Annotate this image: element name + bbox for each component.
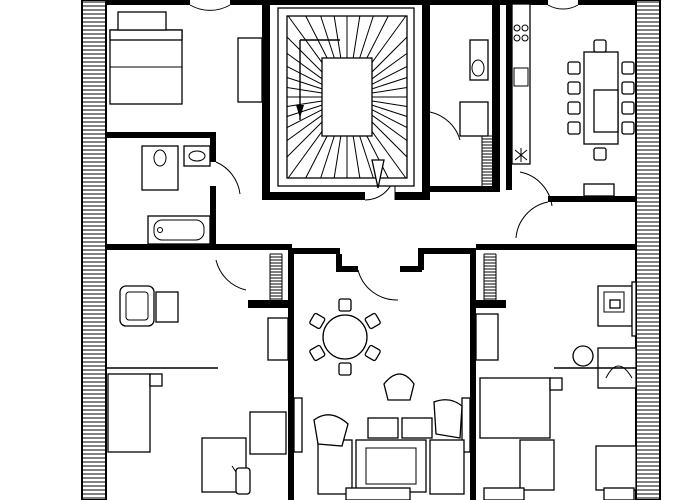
desk-icon	[479, 377, 563, 439]
armchair-icon	[383, 373, 415, 401]
lower-partitions	[248, 248, 506, 500]
bathroom	[106, 145, 241, 250]
office-left	[106, 285, 289, 495]
dining-table-icon	[567, 39, 635, 161]
corridor	[106, 171, 636, 301]
stove-icon	[513, 24, 529, 42]
top-wall	[106, 0, 636, 5]
round-table-icon	[309, 298, 381, 376]
meeting-room	[293, 298, 471, 500]
desk-icon	[107, 373, 163, 453]
left-hatched-wall	[81, 0, 107, 500]
toilet-icon	[141, 145, 179, 191]
bedroom-top-left	[106, 11, 263, 162]
wc-room	[429, 0, 500, 192]
armchair-icon	[119, 285, 155, 327]
sofa-icon	[317, 417, 465, 495]
bed-icon	[109, 29, 183, 105]
top-door-openings	[189, 0, 579, 11]
sink-icon	[183, 145, 211, 167]
right-hatched-wall	[635, 0, 661, 500]
armchair-icon	[597, 285, 633, 327]
kitchen-dining	[506, 0, 636, 202]
wardrobe	[237, 37, 263, 103]
staircase-icon	[286, 15, 408, 179]
bathtub-icon	[147, 215, 211, 245]
armchair-icon	[572, 345, 637, 389]
stair-core	[262, 0, 430, 202]
toilet-icon	[469, 39, 489, 81]
office-right	[475, 281, 637, 500]
